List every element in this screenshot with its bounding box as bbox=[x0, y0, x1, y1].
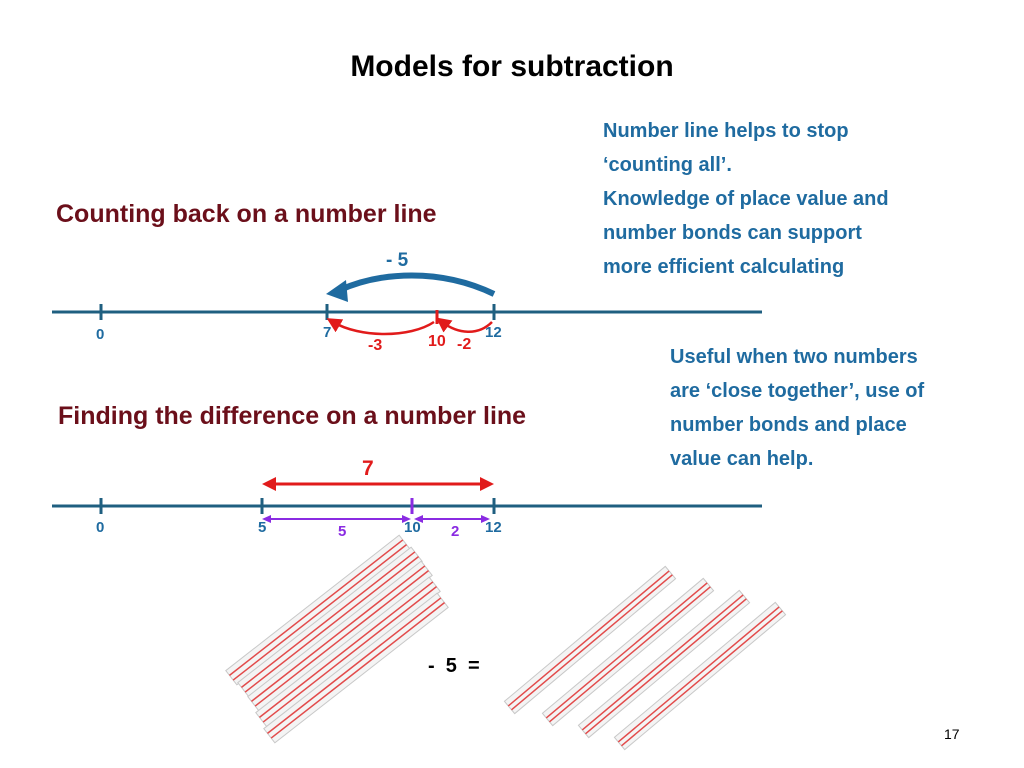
tick-label-12: 12 bbox=[485, 324, 502, 341]
tick-label-5: 5 bbox=[258, 519, 267, 536]
note-top-line: ‘counting all’. bbox=[603, 154, 732, 176]
note-bottom-line: are ‘close together’, use of bbox=[670, 380, 925, 402]
ten-stick bbox=[577, 589, 751, 739]
jump-arrow-minus5 bbox=[338, 272, 496, 297]
note-top-line: more efficient calculating bbox=[603, 256, 845, 278]
part-label-5: 5 bbox=[338, 523, 347, 540]
difference-arrowhead-left bbox=[262, 477, 276, 491]
slide-title: Models for subtraction bbox=[350, 50, 674, 83]
difference-total-label: 7 bbox=[362, 457, 374, 480]
tick-label-0: 0 bbox=[96, 519, 105, 536]
note-bottom-line: value can help. bbox=[670, 448, 814, 470]
tick-label-7: 7 bbox=[323, 324, 332, 341]
jump-minus3 bbox=[326, 318, 435, 336]
note-bottom-line: number bonds and place bbox=[670, 414, 907, 436]
ten-stick bbox=[503, 565, 677, 715]
jump-arrowhead bbox=[326, 280, 348, 302]
part5-arrowhead-right bbox=[402, 515, 411, 523]
difference-heading: Finding the difference on a number line bbox=[58, 402, 527, 430]
split-label-minus2: -2 bbox=[457, 336, 472, 353]
ten-stick bbox=[263, 592, 449, 744]
tens-stick-group-7 bbox=[503, 565, 787, 751]
tick-label-12: 12 bbox=[485, 519, 502, 536]
jump-minus2 bbox=[435, 317, 493, 333]
note-top-line: Knowledge of place value and bbox=[603, 188, 889, 210]
jump-label-minus5: - 5 bbox=[386, 250, 409, 271]
part5-arrowhead-left bbox=[262, 515, 271, 523]
page-number: 17 bbox=[944, 726, 960, 742]
ten-stick bbox=[613, 601, 787, 751]
ten-stick bbox=[541, 577, 715, 727]
tick-label-0: 0 bbox=[96, 326, 105, 343]
equation-text: - 5 = bbox=[428, 655, 480, 677]
note-bottom-line: Useful when two numbers bbox=[670, 346, 918, 368]
tick-label-10: 10 bbox=[404, 519, 421, 536]
note-bottom: Useful when two numbers are ‘close toget… bbox=[670, 340, 924, 476]
note-top-line: number bonds can support bbox=[603, 222, 862, 244]
note-top: Number line helps to stop ‘counting all’… bbox=[603, 114, 889, 284]
part2-arrowhead-right bbox=[481, 515, 490, 523]
part2-arrowhead-left bbox=[414, 515, 423, 523]
note-top-line: Number line helps to stop bbox=[603, 120, 849, 142]
counting-back-heading: Counting back on a number line bbox=[56, 200, 437, 228]
tick-label-10: 10 bbox=[428, 333, 446, 350]
tens-stick-group-12 bbox=[225, 534, 449, 744]
difference-arrowhead-right bbox=[480, 477, 494, 491]
split-label-minus3: -3 bbox=[368, 337, 383, 354]
part-label-2: 2 bbox=[451, 523, 460, 540]
